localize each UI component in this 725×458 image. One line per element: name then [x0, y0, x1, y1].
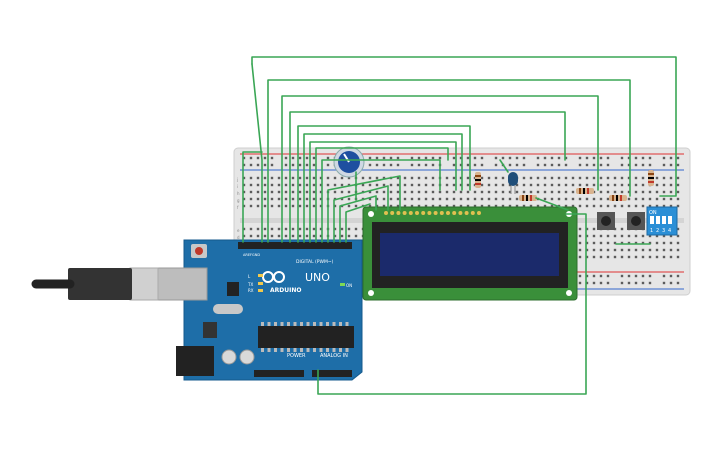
lcd-pin[interactable] — [390, 211, 395, 215]
power-label: POWER — [287, 353, 306, 359]
wire — [309, 141, 457, 243]
lcd-pin[interactable] — [408, 211, 413, 215]
wire — [339, 195, 377, 243]
dip-switch[interactable]: ON 1 2 3 4 — [646, 206, 678, 236]
wire — [303, 133, 463, 243]
row-letter: h — [237, 191, 240, 196]
aref-label: AREF — [243, 253, 252, 257]
lcd-screen — [380, 233, 559, 276]
arduino-uno-board[interactable]: ARDUINO UNO DIGITAL (PWM~) POWER ANALOG … — [154, 239, 363, 381]
brand-label: ARDUINO — [270, 287, 301, 294]
mounting-hole — [368, 211, 374, 217]
wire — [251, 63, 263, 243]
lcd-pin[interactable] — [433, 211, 438, 215]
wire — [333, 185, 389, 243]
row-letter: f — [237, 205, 239, 210]
power-header[interactable] — [254, 370, 304, 377]
wire — [289, 111, 566, 243]
dip-position-label: 3 — [662, 228, 665, 234]
digital-header-label: DIGITAL (PWM~) — [296, 259, 334, 265]
wire — [321, 159, 441, 243]
wire — [267, 79, 631, 243]
wire — [281, 95, 599, 243]
wire — [535, 197, 569, 211]
usb-port[interactable] — [154, 267, 208, 301]
pushbutton[interactable] — [597, 212, 615, 230]
lcd-pin[interactable] — [439, 211, 444, 215]
usb-chip — [227, 282, 239, 296]
wire — [345, 203, 371, 243]
dip-on-label: ON — [649, 210, 657, 216]
wire — [317, 213, 587, 395]
lcd-pin[interactable] — [452, 211, 457, 215]
mounting-hole — [368, 290, 374, 296]
voltage-regulator — [203, 322, 217, 338]
wire — [499, 159, 509, 173]
wire — [315, 147, 449, 243]
dip-position-label: 1 — [650, 228, 653, 234]
lcd-pin[interactable] — [446, 211, 450, 215]
on-led-label: ON — [346, 283, 352, 288]
l-led-label: L — [248, 274, 251, 279]
resistor — [648, 170, 654, 186]
on-led — [340, 283, 345, 286]
analog-header[interactable] — [312, 370, 352, 377]
lcd-pin[interactable] — [464, 211, 469, 215]
lcd-pin[interactable] — [384, 211, 388, 215]
resistor — [609, 195, 627, 201]
lcd-pin[interactable] — [421, 211, 426, 215]
dip-toggle[interactable] — [650, 216, 654, 224]
lcd-pin[interactable] — [396, 211, 401, 215]
capacitor — [221, 349, 237, 365]
lcd-pin[interactable] — [402, 211, 407, 215]
tx-led — [258, 282, 263, 285]
dip-position-label: 2 — [656, 228, 659, 234]
chip-pins — [261, 322, 349, 352]
power-jack[interactable] — [176, 346, 214, 376]
resistor — [475, 172, 481, 188]
row-letter: d — [237, 235, 240, 240]
lcd-pin[interactable] — [470, 211, 475, 215]
potentiometer[interactable] — [333, 146, 365, 178]
dip-toggle[interactable] — [656, 216, 660, 224]
dip-toggle[interactable] — [662, 216, 666, 224]
wires[interactable] — [242, 56, 677, 395]
row-letter: g — [237, 198, 240, 203]
row-letter: e — [237, 228, 240, 233]
resistor — [576, 188, 594, 194]
atmega-chip — [258, 326, 354, 348]
lcd-pin[interactable] — [458, 211, 463, 215]
pushbutton[interactable] — [627, 212, 645, 230]
mounting-hole — [566, 290, 572, 296]
model-label: UNO — [305, 271, 330, 284]
wire — [251, 56, 677, 197]
dip-position-label: 4 — [668, 228, 671, 234]
lcd-pin[interactable] — [427, 211, 432, 215]
resistor — [519, 195, 537, 201]
wire — [242, 151, 263, 243]
lcd-module[interactable] — [362, 206, 578, 301]
tx-led-label: TX — [247, 282, 253, 287]
crystal — [213, 304, 243, 314]
rx-led-label: RX — [248, 288, 254, 293]
row-letter: j — [236, 177, 238, 182]
capacitor — [239, 349, 255, 365]
reset-button-cap[interactable] — [195, 247, 203, 255]
row-letter: i — [237, 184, 238, 189]
analog-label: ANALOG IN — [320, 353, 348, 359]
l-led — [258, 274, 263, 277]
digital-header[interactable] — [238, 242, 352, 249]
gnd-label: GND — [252, 253, 260, 257]
usb-cable[interactable] — [31, 267, 159, 301]
wire — [297, 125, 471, 243]
wire — [327, 175, 401, 243]
lcd-pins[interactable] — [384, 211, 481, 215]
lcd-pin[interactable] — [415, 211, 419, 215]
rx-led — [258, 289, 263, 292]
led[interactable] — [508, 172, 518, 194]
lcd-pin[interactable] — [477, 211, 481, 215]
dip-toggle[interactable] — [668, 216, 672, 224]
